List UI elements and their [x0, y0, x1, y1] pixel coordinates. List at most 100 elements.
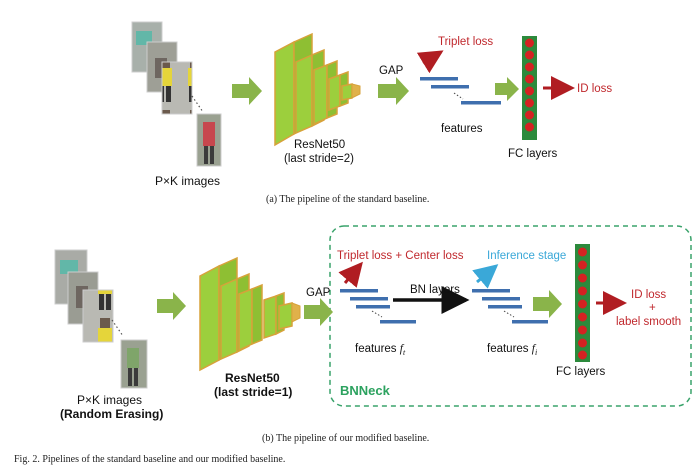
bottom-inference-label: Inference stage [487, 250, 566, 262]
bottom-feature-t-bar-4 [380, 320, 416, 324]
bottom-resnet-layer-4 [263, 294, 277, 340]
top-resnet-block [274, 32, 361, 147]
bottom-feature-i-bar-3 [488, 305, 522, 309]
bottom-image-dots [111, 319, 124, 337]
bottom-feature-t-bar-2 [350, 297, 388, 301]
top-fc-node [525, 86, 534, 96]
top-fc-node [525, 98, 534, 108]
bottom-image-3 [82, 289, 114, 343]
top-gap-label: GAP [379, 65, 404, 77]
top-resnet-sub: (last stride=2) [284, 153, 354, 165]
top-fc-node [525, 122, 534, 132]
top-resnet-tip [351, 83, 361, 99]
top-resnet-layer-3 [313, 63, 328, 126]
top-fc-node [525, 50, 534, 60]
bottom-plus-label: + [649, 302, 656, 314]
bottom-images-label: P×K images [77, 393, 142, 407]
bottom-image-stack [54, 249, 148, 389]
bnneck-region [329, 225, 692, 407]
bottom-arrow-to-fc [533, 290, 562, 318]
top-image-4-detail [203, 122, 215, 146]
top-fc-node [525, 38, 534, 48]
bottom-fc-node [578, 273, 587, 283]
bottom-feature-i-bar-2 [482, 297, 520, 301]
bottom-id-loss-label: ID loss [631, 289, 666, 301]
bottom-label-smooth-label: label smooth [616, 316, 681, 328]
bottom-triplet-center-label: Triplet loss + Center loss [337, 250, 464, 262]
bottom-fc-layers [575, 244, 590, 362]
top-id-loss-label: ID loss [577, 83, 612, 95]
top-features-bars [420, 77, 501, 105]
top-caption: (a) The pipeline of the standard baselin… [266, 194, 429, 205]
top-image-4-leg [204, 146, 208, 164]
bottom-fc-label: FC layers [556, 366, 605, 378]
top-resnet-layer-1 [274, 40, 295, 147]
top-resnet-label: ResNet50 [294, 139, 345, 151]
bottom-feature-t-bar-3 [356, 305, 390, 309]
bnneck-label: BNNeck [340, 383, 391, 398]
bottom-bn-label: BN layers [410, 284, 460, 296]
top-features-label: features [441, 123, 483, 135]
top-fc-label: FC layers [508, 148, 557, 160]
bottom-fc-node [578, 350, 587, 360]
bottom-fc-node [578, 338, 587, 348]
bottom-feature-i-dots [503, 310, 515, 318]
bottom-resnet-layer-3 [238, 287, 253, 352]
bottom-features-t-bars [340, 289, 416, 324]
top-arrow-to-fc [495, 77, 519, 101]
bottom-image-4-detail [127, 348, 139, 368]
top-fc-node [525, 110, 534, 120]
bottom-caption: (b) The pipeline of our modified baselin… [262, 433, 429, 444]
bottom-images-sub: (Random Erasing) [60, 407, 163, 421]
bottom-fc-node [578, 260, 587, 270]
top-fc-node [525, 62, 534, 72]
top-pipeline: P×K images ResNet50 (last stride=2) GAP [131, 21, 612, 205]
bottom-image-4-leg [128, 368, 132, 386]
top-feature-bar-3 [461, 101, 501, 105]
bottom-features-t-label: features ft [355, 343, 406, 357]
top-image-4-leg2 [210, 146, 214, 164]
bottom-fc-node [578, 286, 587, 296]
top-feature-bar-2 [431, 85, 469, 89]
bottom-fc-node [578, 247, 587, 257]
bottom-pipeline: BNNeck P×K images (Random Erasing) [54, 225, 692, 444]
top-image-stack [131, 21, 222, 167]
bottom-feature-t-dots [371, 310, 383, 318]
bottom-resnet-sub: (last stride=1) [214, 385, 292, 399]
bottom-features-i-bars [472, 289, 548, 324]
bottom-resnet-layer-1 [199, 264, 220, 372]
bottom-arrow-to-resnet [157, 292, 186, 320]
top-resnet-layer-5 [341, 83, 353, 101]
top-feature-dots [453, 92, 464, 100]
bottom-image-1-detail [60, 260, 78, 274]
bottom-resnet-layer-2 [220, 277, 238, 361]
figure-caption: Fig. 2. Pipelines of the standard baseli… [14, 454, 285, 465]
top-resnet-layer-4 [328, 73, 341, 112]
bottom-fc-node [578, 325, 587, 335]
bottom-inference-arrow [472, 264, 499, 289]
top-triplet-label: Triplet loss [438, 36, 493, 48]
bottom-fc-node [578, 299, 587, 309]
top-triplet-arrow [416, 50, 444, 74]
top-arrow-to-resnet [232, 77, 262, 105]
bottom-triplet-arrow [338, 261, 363, 288]
bottom-fc-node [578, 312, 587, 322]
top-feature-bar-1 [420, 77, 458, 81]
top-image-3 [161, 61, 193, 115]
bottom-image-4-leg2 [134, 368, 138, 386]
top-fc-layers [522, 36, 537, 140]
bottom-resnet-block [199, 256, 301, 372]
bottom-feature-i-bar-1 [472, 289, 510, 293]
bottom-feature-i-bar-4 [512, 320, 548, 324]
bottom-resnet-layer-5 [278, 302, 293, 330]
bottom-feature-t-bar-1 [340, 289, 378, 293]
bottom-arrow-gap [304, 298, 333, 326]
top-images-label: P×K images [155, 174, 220, 188]
top-image-dots [191, 95, 204, 113]
bottom-gap-label: GAP [306, 287, 331, 299]
top-fc-node [525, 74, 534, 84]
top-resnet-layer-2 [295, 53, 313, 135]
top-arrow-gap [378, 77, 409, 105]
bottom-resnet-label: ResNet50 [225, 371, 280, 385]
